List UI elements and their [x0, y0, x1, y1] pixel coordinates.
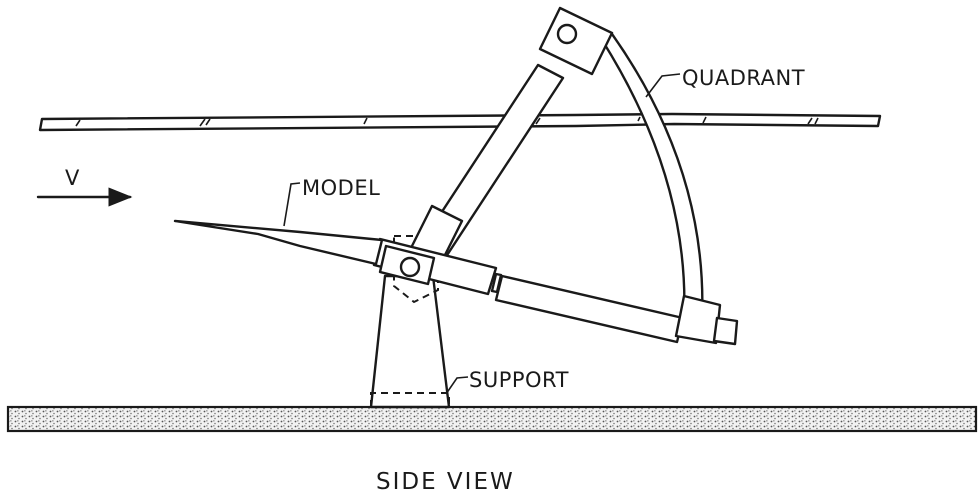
- support-leader: [445, 376, 469, 395]
- support-label: SUPPORT: [469, 368, 569, 392]
- velocity-label: V: [65, 166, 80, 190]
- model: [173, 219, 384, 266]
- quadrant-base-block: [674, 294, 739, 346]
- model-leader: [283, 182, 301, 227]
- pivot-collar: [378, 244, 436, 286]
- quadrant-label: QUADRANT: [682, 66, 805, 90]
- support: [369, 274, 451, 409]
- quadrant-top-block: [538, 6, 614, 76]
- top-pin-icon: [556, 23, 578, 45]
- upper-tunnel-wall: [38, 112, 882, 132]
- quadrant-leader: [645, 73, 681, 98]
- pivot-pin-icon: [399, 256, 421, 278]
- figure-caption: SIDE VIEW: [376, 469, 515, 495]
- tunnel-floor: [6, 405, 978, 433]
- model-label: MODEL: [302, 176, 380, 200]
